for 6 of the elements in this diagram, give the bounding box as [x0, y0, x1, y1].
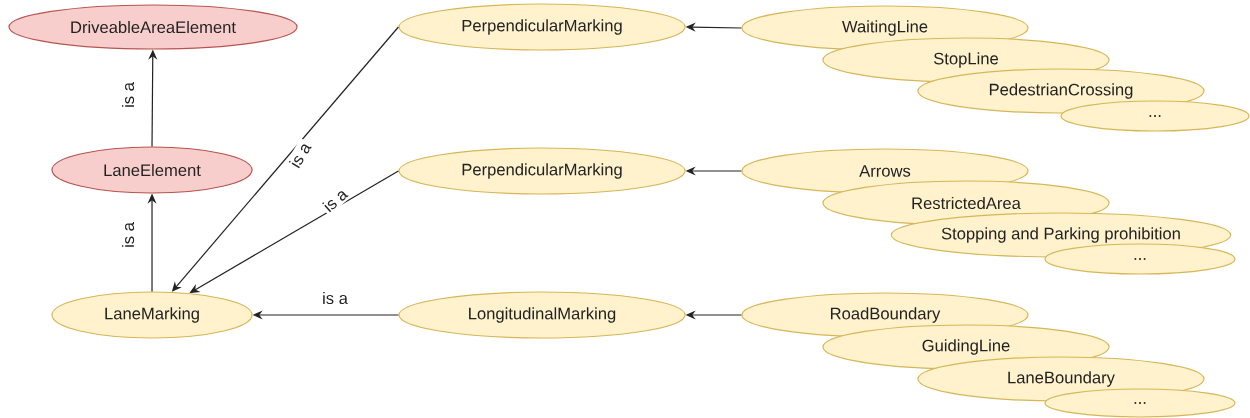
edge-label: is a — [119, 80, 137, 110]
edge-label: is a — [318, 184, 352, 216]
edge-label: is a — [320, 289, 350, 307]
edge-label: is a — [285, 138, 315, 172]
edge-label: is a — [119, 220, 137, 250]
node-label: LaneBoundary — [1008, 371, 1115, 387]
